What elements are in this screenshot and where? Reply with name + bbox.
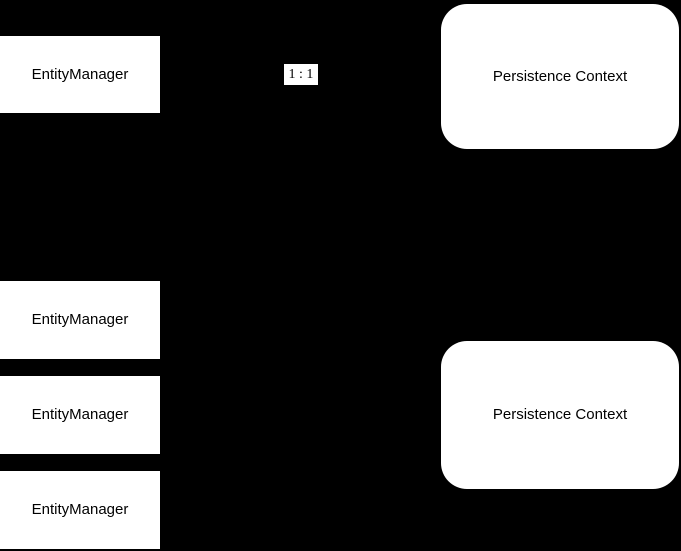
node-entity-manager-2: EntityManager (0, 376, 160, 454)
node-entity-manager-top: EntityManager (0, 36, 160, 113)
node-entity-manager-3: EntityManager (0, 471, 160, 549)
node-label: EntityManager (31, 65, 129, 83)
node-label: Persistence Context (492, 67, 628, 85)
node-label: EntityManager (31, 406, 129, 423)
node-persistence-context-bottom: Persistence Context (441, 341, 679, 489)
node-label: EntityManager (31, 501, 129, 518)
node-persistence-context-top: Persistence Context (441, 4, 679, 149)
node-entity-manager-1: EntityManager (0, 281, 160, 359)
node-label: Persistence Context (492, 406, 628, 423)
node-label: EntityManager (31, 311, 129, 328)
edge-label-one-to-one: 1 : 1 (284, 64, 318, 85)
